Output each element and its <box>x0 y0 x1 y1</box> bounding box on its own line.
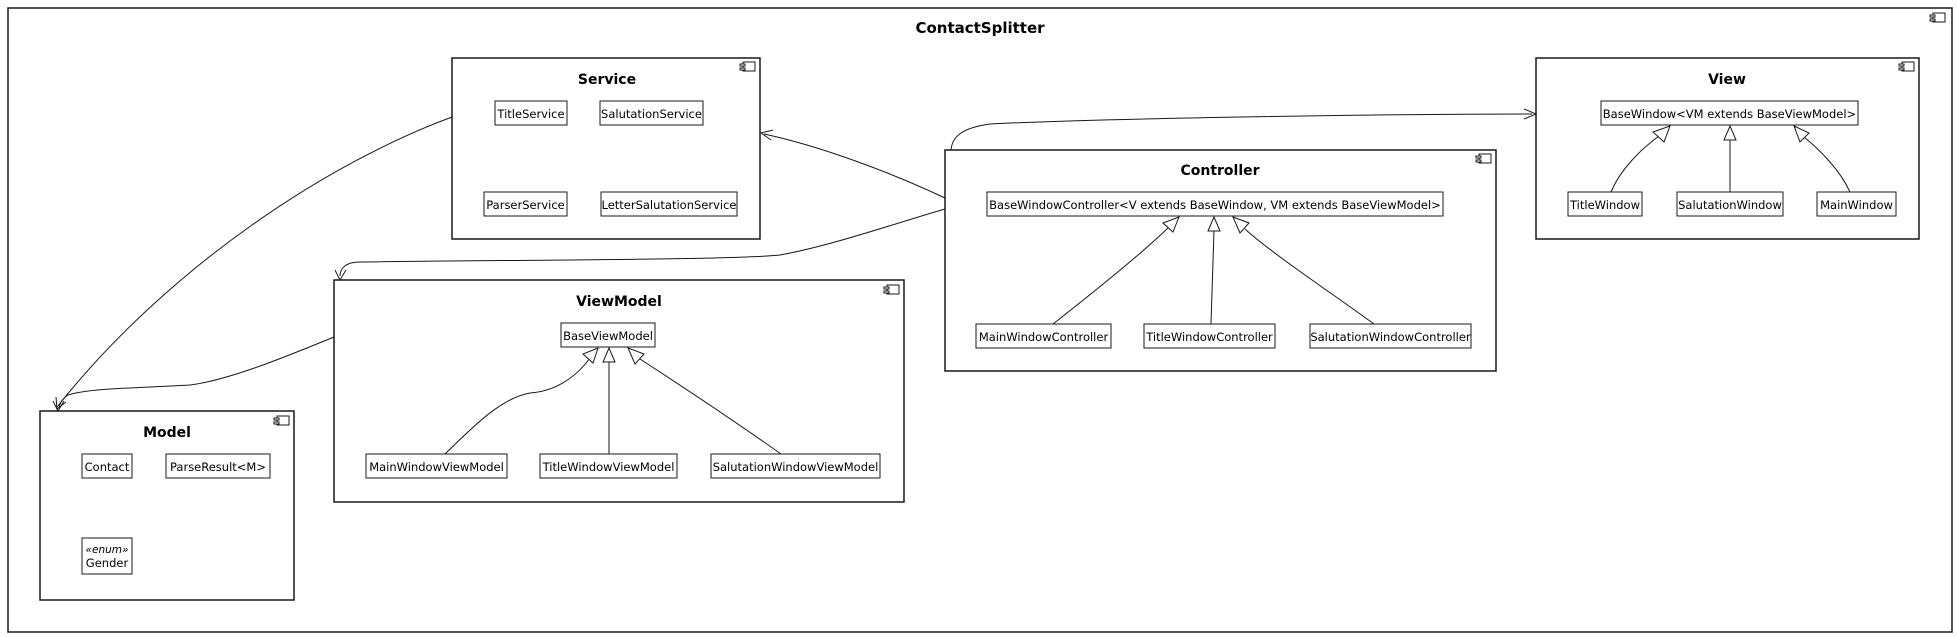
dependency-service-to-model <box>56 116 453 408</box>
enum-gender: «enum» Gender <box>81 537 133 575</box>
package-title-service: Service <box>578 72 636 88</box>
inheritance-edge <box>1610 135 1660 193</box>
package-title-controller: Controller <box>1180 163 1259 179</box>
class-title-window-controller: TitleWindowController <box>1143 323 1276 349</box>
component-icon <box>1929 12 1946 23</box>
svg-text:BaseWindow<VM extends BaseView: BaseWindow<VM extends BaseViewModel> <box>1603 107 1856 121</box>
enum-name: Gender <box>86 556 129 570</box>
inheritance-arrowhead <box>1793 125 1810 143</box>
class-parse-result: ParseResult<M> <box>165 453 271 479</box>
dependency-arrowhead <box>52 400 65 413</box>
inheritance-arrowhead <box>1232 216 1250 234</box>
class-base-view-model: BaseViewModel <box>560 322 656 348</box>
package-service: Service TitleService SalutationService P… <box>451 57 761 240</box>
package-viewmodel: ViewModel BaseViewModel MainWindowViewMo… <box>333 279 905 503</box>
package-title-view: View <box>1708 72 1746 88</box>
inheritance-arrowhead <box>582 347 599 364</box>
component-icon <box>883 284 900 295</box>
class-salutation-window-controller: SalutationWindowController <box>1309 323 1472 349</box>
class-title-window-view-model: TitleWindowViewModel <box>539 453 678 479</box>
class-letter-salutation-service: LetterSalutationService <box>600 191 738 217</box>
class-main-window-view-model: MainWindowViewModel <box>365 453 508 479</box>
svg-text:MainWindowViewModel: MainWindowViewModel <box>369 460 504 474</box>
svg-text:TitleService: TitleService <box>496 107 564 121</box>
inheritance-arrowhead <box>1723 124 1737 141</box>
inheritance-edge <box>1210 229 1215 325</box>
dependency-viewmodel-to-model <box>58 336 335 409</box>
class-main-window-controller: MainWindowController <box>975 323 1112 349</box>
svg-text:ParseResult<M>: ParseResult<M> <box>170 460 266 474</box>
svg-text:SalutationService: SalutationService <box>601 107 702 121</box>
inheritance-arrowhead <box>1207 215 1221 232</box>
inheritance-edge <box>639 358 782 455</box>
component-icon <box>273 415 290 426</box>
package-title-model: Model <box>143 425 191 441</box>
inheritance-edge <box>1244 228 1375 325</box>
svg-text:TitleWindowController: TitleWindowController <box>1145 330 1273 344</box>
package-controller: Controller BaseWindowController<V extend… <box>944 149 1497 372</box>
class-base-window: BaseWindow<VM extends BaseViewModel> <box>1600 100 1859 126</box>
dependency-controller-to-view <box>950 113 1533 151</box>
svg-text:MainWindowController: MainWindowController <box>979 330 1109 344</box>
class-contact: Contact <box>81 453 133 479</box>
package-title-viewmodel: ViewModel <box>576 294 662 310</box>
dependency-arrowhead <box>334 269 347 282</box>
class-salutation-service: SalutationService <box>599 100 704 126</box>
svg-text:SalutationWindowViewModel: SalutationWindowViewModel <box>713 460 879 474</box>
dependency-controller-to-viewmodel <box>339 208 946 277</box>
svg-text:BaseWindowController<V extends: BaseWindowController<V extends BaseWindo… <box>989 198 1441 212</box>
dependency-arrowhead <box>1523 108 1538 120</box>
dependency-controller-to-service <box>763 133 946 199</box>
class-salutation-window: SalutationWindow <box>1676 191 1784 217</box>
component-icon <box>739 61 756 72</box>
svg-text:MainWindow: MainWindow <box>1820 198 1893 212</box>
inheritance-edge <box>444 357 591 455</box>
package-title-contactsplitter: ContactSplitter <box>915 19 1045 37</box>
package-view: View BaseWindow<VM extends BaseViewModel… <box>1535 57 1920 240</box>
class-salutation-window-view-model: SalutationWindowViewModel <box>710 453 881 479</box>
svg-text:Contact: Contact <box>85 460 130 474</box>
enum-stereotype: «enum» <box>86 544 129 556</box>
inheritance-arrowhead <box>1652 125 1671 143</box>
component-icon <box>1475 153 1492 164</box>
inheritance-edge <box>1052 227 1169 325</box>
svg-text:BaseViewModel: BaseViewModel <box>563 329 653 343</box>
inheritance-arrowhead <box>602 346 616 363</box>
inheritance-arrowhead <box>1162 216 1180 233</box>
inheritance-arrowhead <box>627 347 645 365</box>
inheritance-edge <box>1803 136 1851 193</box>
class-title-service: TitleService <box>494 100 568 126</box>
class-parser-service: ParserService <box>483 191 568 217</box>
component-icon <box>1898 61 1915 72</box>
package-model: Model Contact ParseResult<M> «enum» Gend… <box>39 410 295 601</box>
svg-text:LetterSalutationService: LetterSalutationService <box>601 198 736 212</box>
svg-text:ParserService: ParserService <box>486 198 565 212</box>
svg-text:TitleWindowViewModel: TitleWindowViewModel <box>542 460 675 474</box>
svg-text:SalutationWindowController: SalutationWindowController <box>1310 330 1471 344</box>
svg-text:SalutationWindow: SalutationWindow <box>1678 198 1782 212</box>
svg-text:TitleWindow: TitleWindow <box>1569 198 1640 212</box>
class-main-window: MainWindow <box>1816 191 1897 217</box>
dependency-arrowhead <box>759 129 774 141</box>
class-base-window-controller: BaseWindowController<V extends BaseWindo… <box>986 191 1444 217</box>
class-title-window: TitleWindow <box>1567 191 1643 217</box>
